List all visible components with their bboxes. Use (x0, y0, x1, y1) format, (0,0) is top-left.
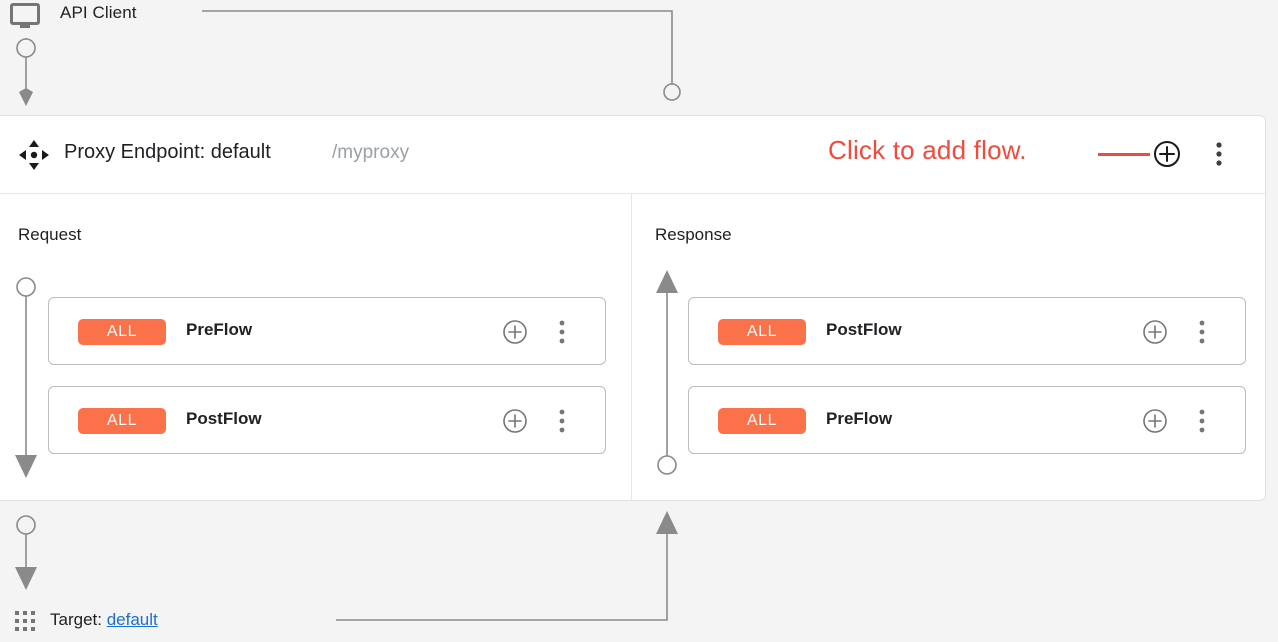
add-flow-button[interactable] (1153, 140, 1181, 168)
add-policy-button[interactable] (502, 319, 528, 345)
annotation-pointer-line (1098, 153, 1150, 156)
flow-name: PostFlow (826, 320, 902, 339)
add-policy-button[interactable] (502, 408, 528, 434)
flow-name: PreFlow (186, 320, 253, 339)
flow-badge: ALL (718, 408, 806, 434)
flow-more-menu-button[interactable] (1193, 408, 1211, 434)
add-policy-button[interactable] (1142, 408, 1168, 434)
target-label-group: Target: default (50, 610, 158, 630)
flow-card-response-postflow[interactable]: ALL PostFlow (688, 297, 1246, 365)
flow-more-menu-button[interactable] (553, 408, 571, 434)
pane-divider (631, 194, 632, 500)
annotation-text: Click to add flow. (828, 135, 1027, 165)
api-client-label: API Client (60, 3, 137, 22)
target-endpoint-link[interactable]: default (106, 610, 158, 629)
proxy-more-menu-button[interactable] (1210, 140, 1228, 168)
flow-badge: ALL (718, 319, 806, 345)
flow-more-menu-button[interactable] (1193, 319, 1211, 345)
add-policy-button[interactable] (1142, 319, 1168, 345)
page-title: Proxy Endpoint: default (64, 141, 271, 163)
flow-name: PreFlow (826, 409, 893, 428)
flow-card-request-postflow[interactable]: ALL PostFlow (48, 386, 606, 454)
proxy-endpoint-header (0, 116, 1265, 194)
flow-name: PostFlow (186, 409, 262, 428)
pane-title-response: Response (655, 225, 732, 244)
api-client-band: API Client (0, 0, 1278, 115)
target-label: Target: (50, 610, 102, 629)
drag-move-icon[interactable] (18, 139, 50, 171)
flow-badge: ALL (78, 319, 166, 345)
pane-title-request: Request (18, 225, 82, 244)
flow-card-request-preflow[interactable]: ALL PreFlow (48, 297, 606, 365)
flow-more-menu-button[interactable] (553, 319, 571, 345)
monitor-icon (10, 3, 40, 29)
target-band (0, 501, 1278, 642)
proxy-base-path: /myproxy (332, 142, 410, 163)
flow-badge: ALL (78, 408, 166, 434)
apps-grid-icon (14, 610, 36, 632)
flow-card-response-preflow[interactable]: ALL PreFlow (688, 386, 1246, 454)
